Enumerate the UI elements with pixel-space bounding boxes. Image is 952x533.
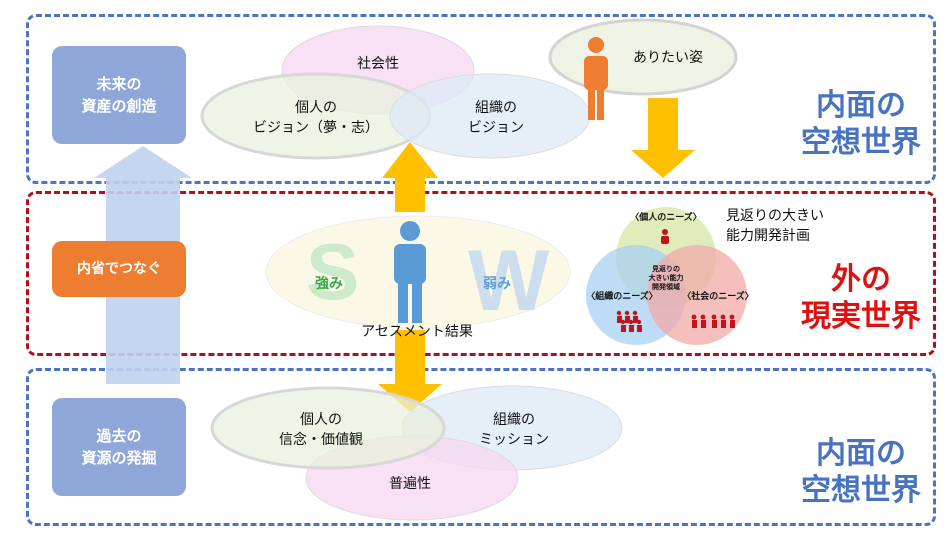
- personal-belief-label: 個人の 信念・価値観: [279, 412, 363, 449]
- assessment-label: アセスメント結果: [361, 324, 473, 340]
- inner-world-bottom-zone: [26, 368, 936, 526]
- personal-needs-label: 〈個人のニーズ〉: [630, 213, 702, 223]
- real-world-label: 外の 現実世界: [801, 262, 921, 334]
- personal-belief-ellipse: [210, 386, 446, 470]
- inner-world-top-zone: [26, 14, 936, 184]
- development-plan-title: 見返りの大きい 能力開発計画: [726, 208, 824, 245]
- up-arrow-center: [382, 142, 438, 212]
- real-world-zone: [26, 191, 936, 356]
- ideal-label: ありたい姿: [633, 50, 703, 66]
- org-needs-label: 〈組織のニーズ〉: [586, 292, 658, 302]
- universal-label: 普遍性: [389, 476, 431, 492]
- person-orange-icon: [584, 37, 608, 120]
- weakness-letter: W: [468, 233, 550, 329]
- personal-vision-label: 個人の ビジョン（夢・志）: [253, 100, 379, 137]
- social-label: 社会性: [357, 56, 399, 72]
- personal-needs-person-icon: [661, 229, 669, 244]
- person-blue-icon: [394, 221, 426, 323]
- venn-center-label: 見返りの 大きい能力 開発領域: [648, 265, 684, 292]
- future-asset-box: 未来の 資産の創造: [52, 46, 186, 144]
- inner-world-label-top: 内面の 空想世界: [801, 88, 921, 160]
- org-people-icon: [616, 310, 642, 332]
- down-arrow-right: [631, 98, 695, 178]
- social-people-icon: [691, 314, 735, 328]
- weakness-label: 弱み: [483, 276, 511, 292]
- past-resource-box: 過去の 資源の発掘: [52, 398, 186, 496]
- org-mission-label: 組織の ミッション: [479, 412, 549, 449]
- strength-label: 強み: [315, 276, 343, 292]
- strength-letter: S: [306, 227, 359, 316]
- down-arrow-center: [378, 330, 442, 412]
- org-vision-label: 組織の ビジョン: [468, 100, 524, 137]
- social-needs-label: 〈社会のニーズ〉: [682, 292, 754, 302]
- reflection-link-box: 内省でつなぐ: [52, 241, 186, 297]
- inner-world-label-bottom: 内面の 空想世界: [801, 436, 921, 508]
